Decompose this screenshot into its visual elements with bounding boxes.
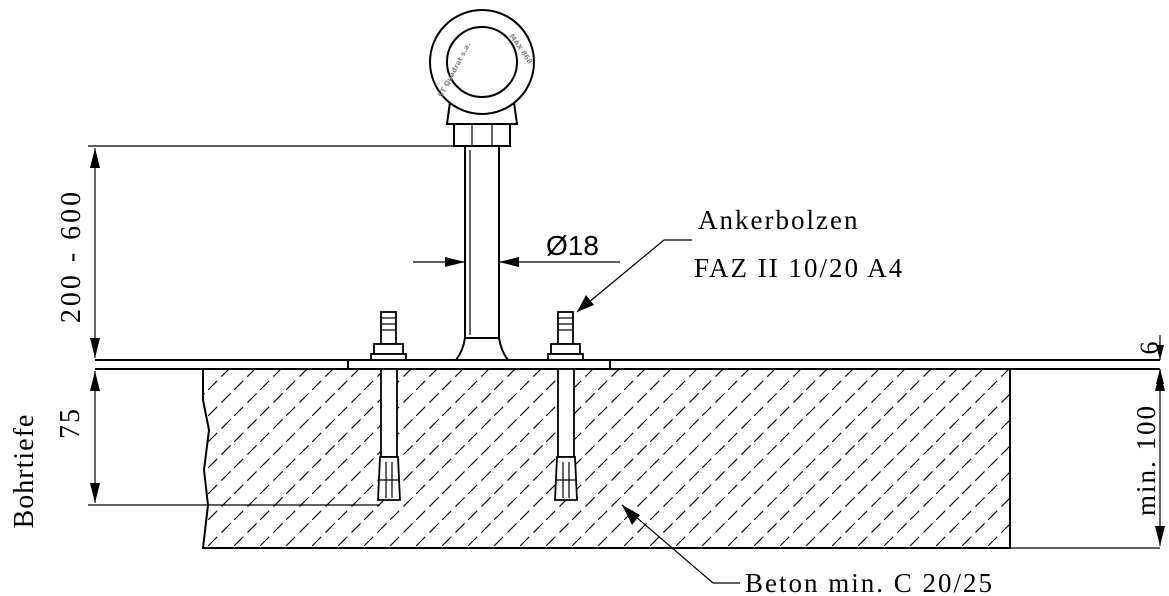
drill-depth-label: Bohrtiefe [9, 414, 40, 529]
diameter-label: Ø18 [546, 230, 599, 261]
dimension-slab-thickness [1155, 371, 1165, 546]
concrete-label: Beton min. C 20/25 [745, 568, 994, 596]
slab-thickness-label: min. 100 [1131, 404, 1161, 516]
dimension-height [88, 145, 465, 358]
height-range-label: 200 - 600 [56, 189, 87, 323]
concrete-slab [201, 368, 1011, 549]
anchor-label-line2: FAZ II 10/20 A4 [694, 253, 904, 283]
dimension-diameter [413, 257, 620, 267]
eye-bolt: ST Quadrat s.a. MAX 868 [429, 9, 535, 147]
dimension-drill-depth [88, 371, 380, 506]
plate-thickness-label: 6 [1135, 342, 1164, 355]
drill-depth-value: 75 [55, 407, 86, 439]
anchor-label-line1: Ankerbolzen [698, 205, 859, 235]
post [453, 145, 511, 361]
surface-lines [95, 359, 1160, 549]
concrete-leader [621, 504, 740, 584]
anchor-bolt-right [547, 311, 584, 501]
base-plate [347, 359, 611, 370]
anchor-bolt-left [370, 311, 407, 501]
anchor-leader [576, 239, 692, 313]
